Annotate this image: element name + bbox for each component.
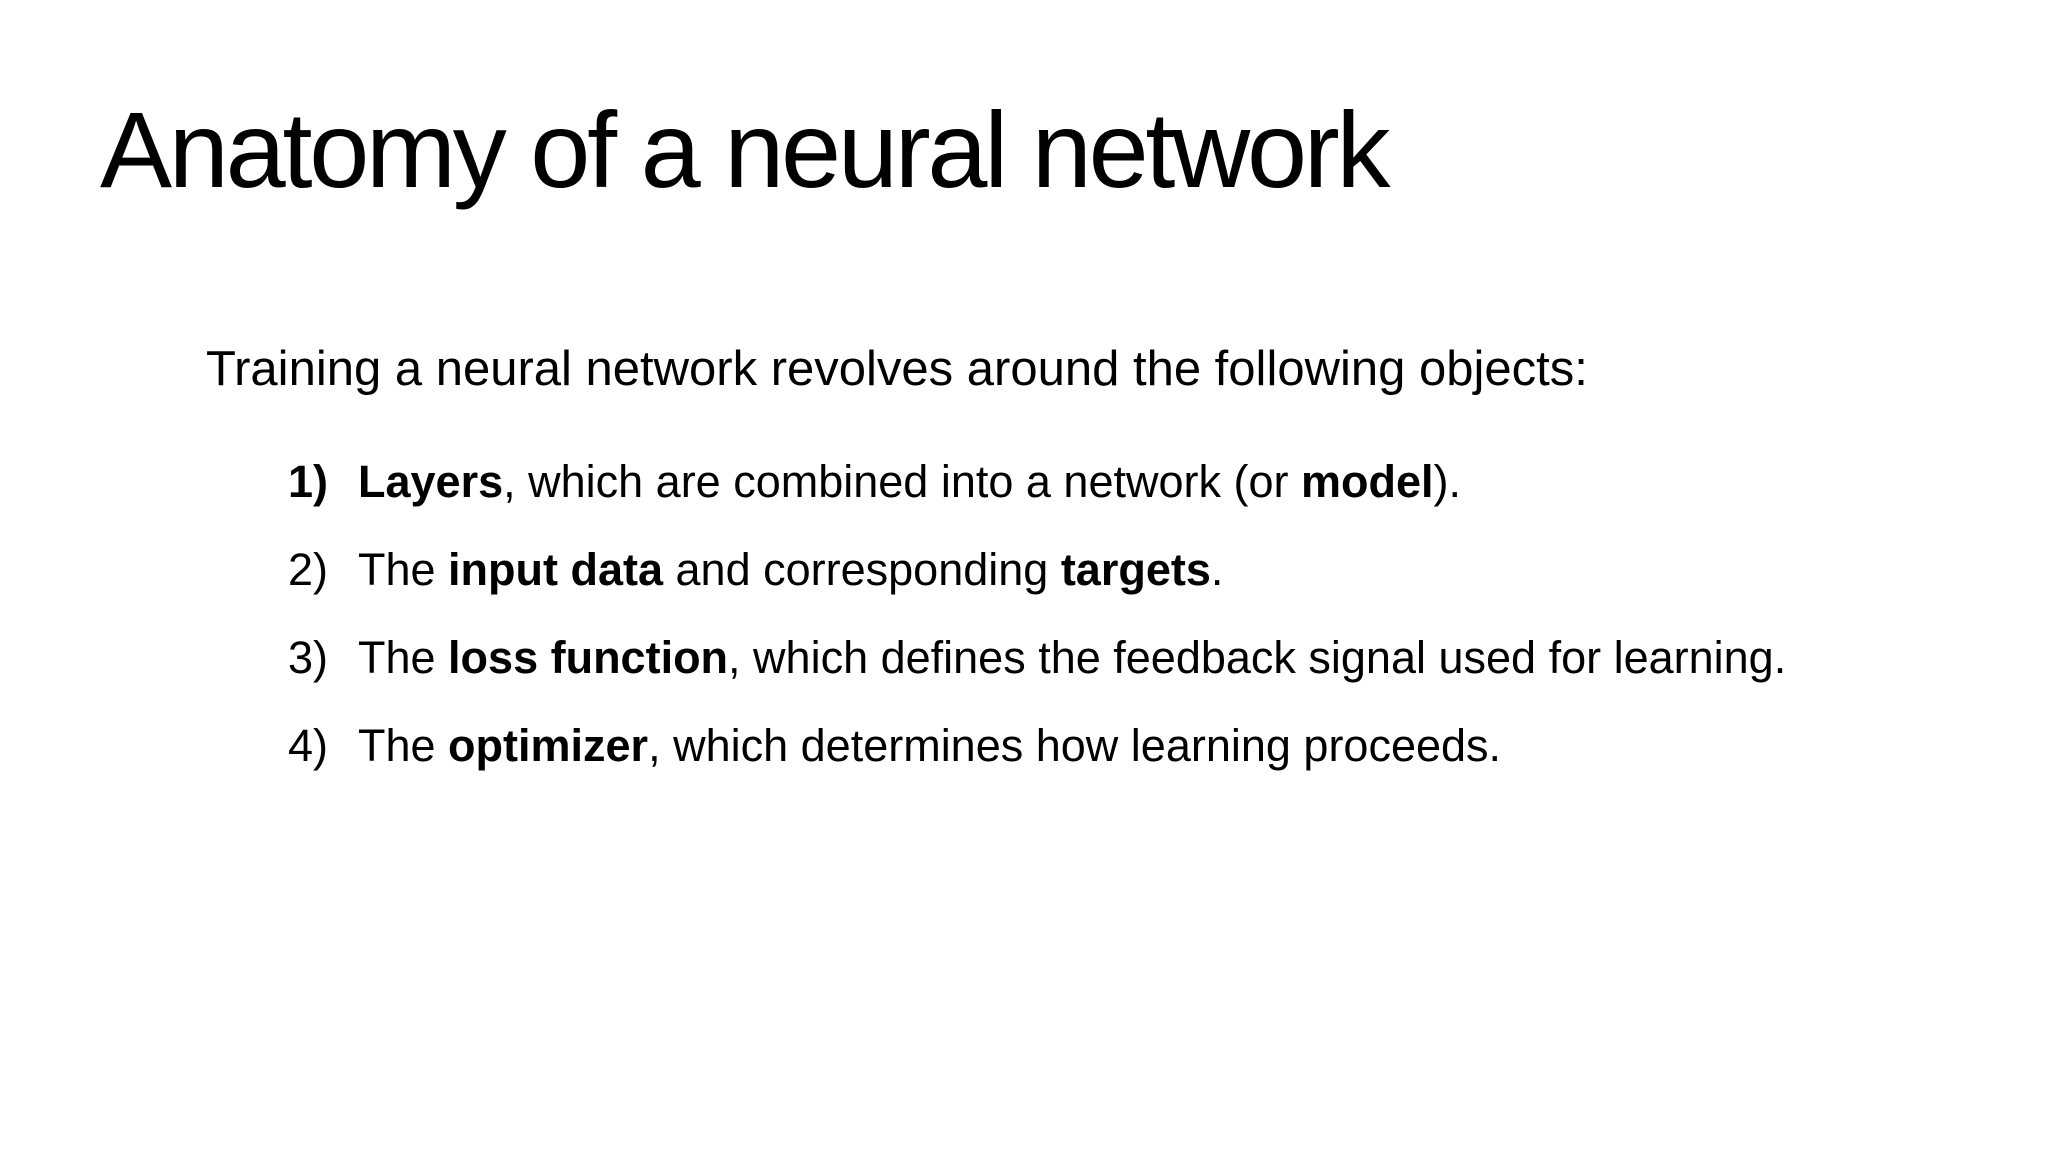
list-item-number: 3) [288,632,329,683]
list-item: 1) Layers, which are combined into a netw… [288,458,1786,506]
list-item-text: The input data and corresponding targets… [358,544,1224,595]
list-item-number: 1) [288,456,329,507]
list-item-text: Layers, which are combined into a networ… [358,456,1462,507]
list-item-number: 2) [288,544,329,595]
list-item: 4) The optimizer, which determines how le… [288,722,1786,770]
list-item-text: The optimizer, which determines how lear… [358,720,1502,771]
slide-title: Anatomy of a neural network [100,89,1391,210]
list-item-text: The loss function, which defines the fee… [358,632,1787,683]
list-item: 2) The input data and corresponding targe… [288,546,1786,594]
numbered-list: 1) Layers, which are combined into a netw… [288,458,1786,810]
list-item: 3) The loss function, which defines the f… [288,634,1786,682]
intro-text: Training a neural network revolves aroun… [206,342,1588,396]
list-item-number: 4) [288,720,329,771]
